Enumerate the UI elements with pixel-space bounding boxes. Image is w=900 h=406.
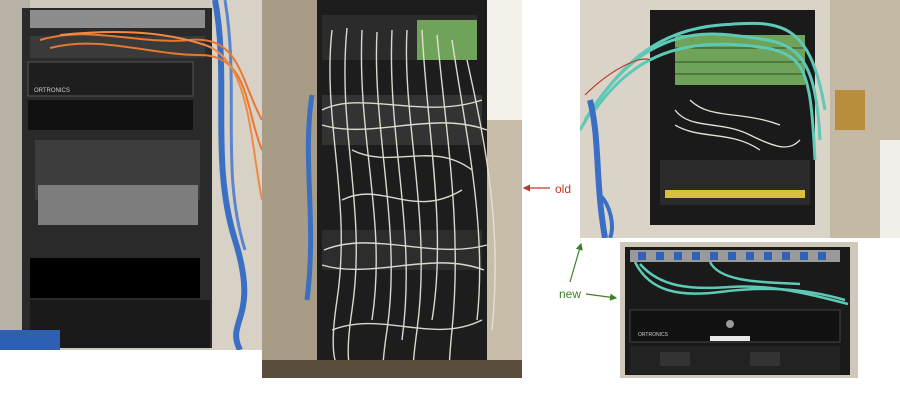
ortronics-label-left: ORTRONICS [34, 88, 70, 94]
photo-new-fiber-panel-closeup: ORTRONICS [620, 242, 858, 378]
rack-left-illustration: ORTRONICS [0, 0, 262, 350]
photo-old-messy-cabling [262, 0, 522, 378]
new-label: new [559, 287, 582, 301]
ortronics-label-right: ORTRONICS [638, 332, 669, 338]
new-arrow-up [569, 242, 583, 283]
photo-rack-with-orange-fiber: ORTRONICS [0, 0, 262, 350]
photo-new-organized-rack [580, 0, 900, 238]
new-arrow-right [585, 293, 618, 301]
fiber-panel-illustration: ORTRONICS [620, 242, 858, 378]
old-label: old [555, 182, 572, 196]
new-rack-illustration [580, 0, 900, 238]
old-cabling-illustration [262, 0, 522, 378]
